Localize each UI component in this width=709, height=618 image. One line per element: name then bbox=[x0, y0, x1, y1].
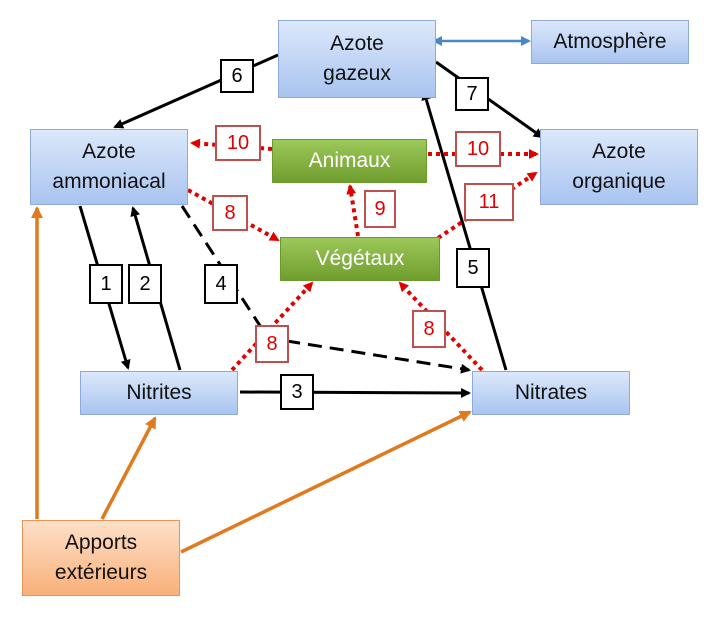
arrow-7 bbox=[435, 60, 544, 139]
node-nitrites: Nitrites bbox=[80, 371, 238, 415]
node-azote-organique: Azote organique bbox=[540, 129, 698, 205]
arrow-apports-nitrates bbox=[180, 410, 472, 554]
label-5: 5 bbox=[456, 248, 490, 288]
label-4: 4 bbox=[204, 264, 238, 304]
node-animaux: Animaux bbox=[272, 139, 427, 183]
label-10-ammoniacal: 10 bbox=[215, 125, 261, 161]
node-nitrates-label: Nitrates bbox=[514, 381, 588, 404]
node-nitrites-label: Nitrites bbox=[126, 381, 192, 404]
label-10-organique: 10 bbox=[455, 131, 501, 167]
node-azote-organique-label: Azote organique bbox=[572, 140, 666, 193]
node-apports-exterieurs: Apports extérieurs bbox=[22, 520, 180, 596]
node-nitrates: Nitrates bbox=[472, 371, 630, 415]
label-8-ammoniacal: 8 bbox=[212, 195, 248, 231]
label-8-nitrites: 8 bbox=[255, 325, 289, 363]
arrow-9 bbox=[346, 184, 360, 237]
label-3: 3 bbox=[280, 374, 314, 410]
node-azote-ammoniacal-label: Azote ammoniacal bbox=[52, 140, 166, 193]
node-apports-exterieurs-label: Apports extérieurs bbox=[54, 531, 148, 584]
arrow-apports-nitrites bbox=[100, 416, 157, 520]
label-1: 1 bbox=[89, 264, 123, 304]
label-9: 9 bbox=[364, 190, 396, 228]
node-vegetaux-label: Végétaux bbox=[315, 247, 405, 270]
arrow-5 bbox=[421, 90, 508, 371]
label-2: 2 bbox=[128, 264, 162, 304]
node-azote-ammoniacal: Azote ammoniacal bbox=[30, 129, 188, 205]
node-azote-gazeux: Azote gazeux bbox=[278, 20, 436, 98]
arrow-3 bbox=[239, 387, 471, 398]
label-6: 6 bbox=[220, 59, 254, 93]
label-8-nitrates: 8 bbox=[412, 310, 446, 348]
node-azote-gazeux-label: Azote gazeux bbox=[323, 32, 391, 85]
node-animaux-label: Animaux bbox=[308, 149, 391, 172]
node-atmosphere: Atmosphère bbox=[531, 20, 689, 64]
label-7: 7 bbox=[455, 77, 489, 111]
node-atmosphere-label: Atmosphère bbox=[553, 30, 667, 53]
label-11: 11 bbox=[464, 183, 514, 221]
node-vegetaux: Végétaux bbox=[280, 237, 440, 281]
